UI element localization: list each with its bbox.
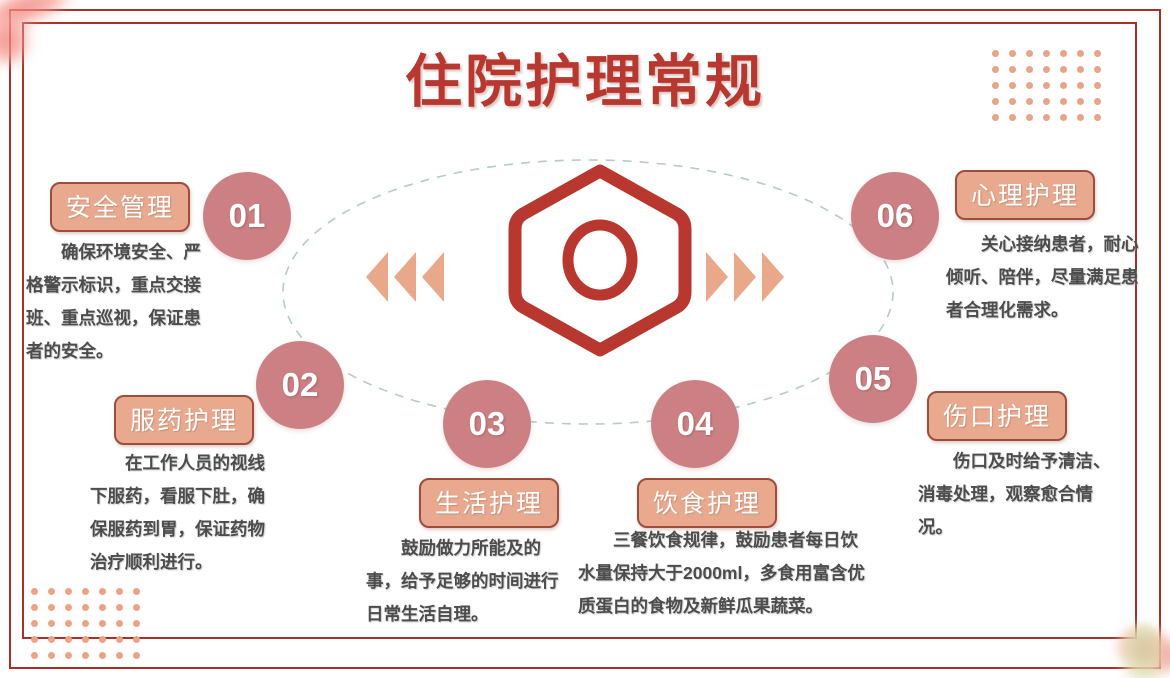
- item-description-04: 三餐饮食规律，鼓励患者每日饮水量保持大于2000ml，多食用富含优质蛋白的食物及…: [578, 530, 865, 616]
- decorative-dot: [48, 620, 55, 627]
- decorative-dot: [65, 588, 72, 595]
- page-title: 住院护理常规: [405, 50, 765, 114]
- decorative-dot: [116, 652, 123, 659]
- decorative-dot: [82, 588, 89, 595]
- hexagon-circle-icon: [508, 164, 692, 357]
- floral-blob-bottom-right-b: [1120, 624, 1166, 678]
- chevron-left-icon: [366, 252, 444, 302]
- decorative-dot: [133, 620, 140, 627]
- item-number-circle-03[interactable]: 03: [443, 380, 531, 468]
- item-label-badge-06[interactable]: 心理护理: [955, 170, 1096, 220]
- item-number-circle-01[interactable]: 01: [203, 172, 291, 260]
- decorative-dot: [116, 636, 123, 643]
- decorative-dot: [133, 652, 140, 659]
- decorative-dot: [99, 588, 106, 595]
- decorative-dot: [82, 652, 89, 659]
- item-description-03: 鼓励做力所能及的事，给予足够的时间进行日常生活自理。: [366, 538, 559, 624]
- decorative-dot: [48, 652, 55, 659]
- decorative-dot: [65, 652, 72, 659]
- item-description-06: 关心接纳患者，耐心倾听、陪伴，尽量满足患者合理化需求。: [946, 234, 1139, 320]
- decorative-dot: [31, 636, 38, 643]
- decorative-dot: [31, 652, 38, 659]
- decorative-dot: [31, 604, 38, 611]
- chevron-right-icon: [706, 252, 784, 302]
- decorative-dot: [82, 604, 89, 611]
- decorative-dot: [133, 588, 140, 595]
- item-number-circle-04[interactable]: 04: [651, 380, 739, 468]
- chevron-right-icon-1: [706, 252, 728, 302]
- item-description-01: 确保环境安全、严格警示标识，重点交接班、重点巡视，保证患者的安全。: [26, 242, 201, 361]
- item-label-badge-04[interactable]: 饮食护理: [637, 478, 778, 528]
- item-number-circle-02[interactable]: 02: [256, 341, 344, 429]
- decorative-dot: [116, 588, 123, 595]
- floral-blob-top-left-a: [0, 0, 80, 35]
- item-label-badge-01[interactable]: 安全管理: [50, 182, 191, 232]
- decorative-dot: [133, 636, 140, 643]
- decorative-dot: [65, 604, 72, 611]
- dot-grid-bottom-left: [31, 588, 150, 668]
- decorative-dot: [116, 604, 123, 611]
- decorative-dot: [99, 620, 106, 627]
- decorative-dot: [31, 620, 38, 627]
- decorative-dot: [65, 620, 72, 627]
- floral-blob-bottom-right-a: [1109, 623, 1170, 678]
- decorative-dot: [31, 588, 38, 595]
- decorative-dot: [133, 604, 140, 611]
- chevron-left-icon-1: [366, 252, 388, 302]
- decorative-dot: [116, 620, 123, 627]
- chevron-right-icon-2: [734, 252, 756, 302]
- decorative-dot: [99, 652, 106, 659]
- item-label-badge-02[interactable]: 服药护理: [114, 395, 255, 445]
- decorative-dot: [99, 636, 106, 643]
- decorative-dot: [82, 620, 89, 627]
- chevron-right-icon-3: [762, 252, 784, 302]
- chevron-left-icon-2: [394, 252, 416, 302]
- decorative-dot: [48, 636, 55, 643]
- chevron-left-icon-3: [422, 252, 444, 302]
- item-number-circle-06[interactable]: 06: [851, 172, 939, 260]
- decorative-dot: [48, 604, 55, 611]
- item-label-badge-03[interactable]: 生活护理: [419, 478, 560, 528]
- decorative-dot: [99, 604, 106, 611]
- decorative-dot: [65, 636, 72, 643]
- item-description-02: 在工作人员的视线下服药，看服下肚，确保服药到胃，保证药物治疗顺利进行。: [90, 453, 265, 572]
- decorative-dot: [48, 588, 55, 595]
- item-description-05: 伤口及时给予清洁、消毒处理，观察愈合情况。: [918, 451, 1111, 537]
- decorative-dot: [82, 636, 89, 643]
- item-number-circle-05[interactable]: 05: [829, 335, 917, 423]
- item-label-badge-05[interactable]: 伤口护理: [927, 391, 1068, 441]
